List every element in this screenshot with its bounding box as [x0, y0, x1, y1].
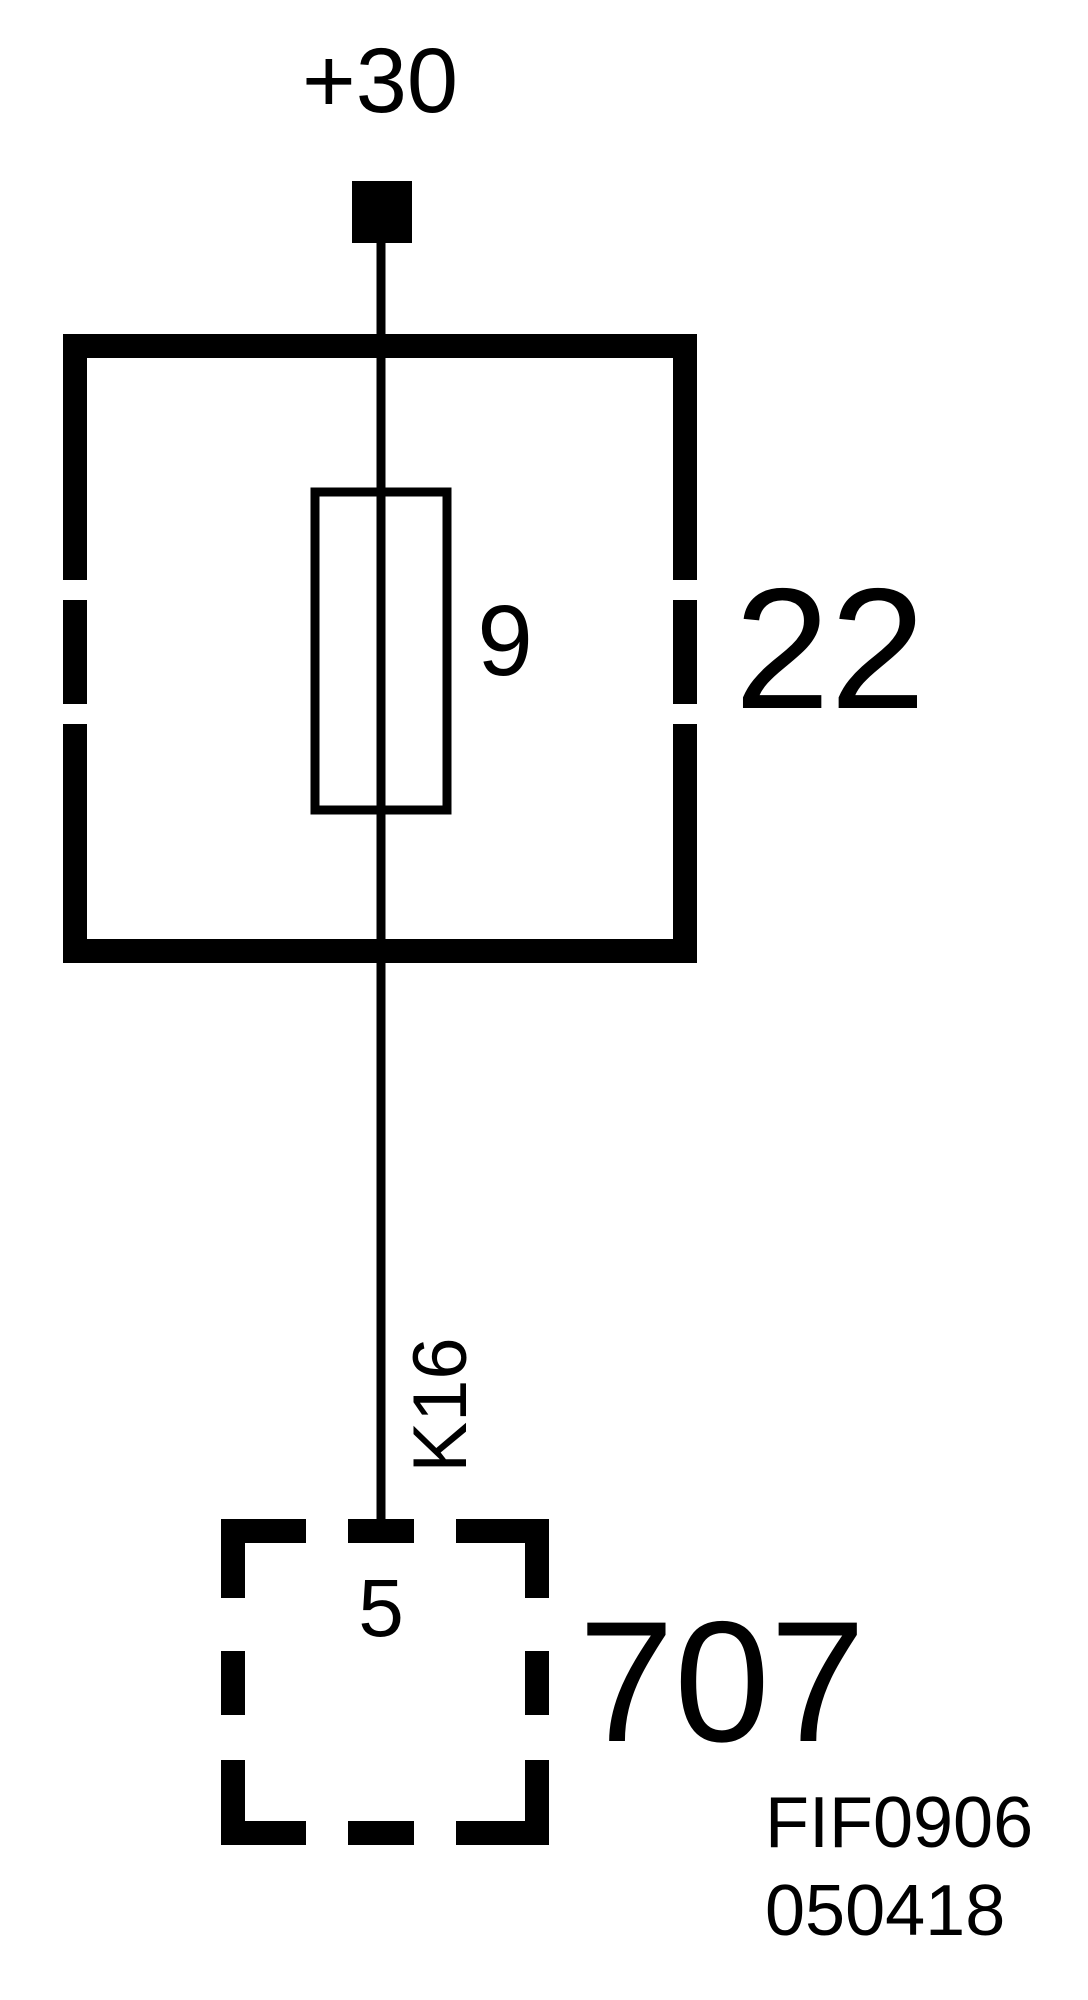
wire-code-label: K16: [398, 1337, 483, 1472]
component-corner-top-right: [456, 1519, 549, 1598]
footer-line-1: FIF0906: [765, 1783, 1033, 1863]
supply-label: +30: [302, 30, 458, 132]
component-pin-number: 5: [358, 1563, 404, 1654]
fuse-number: 9: [477, 585, 533, 697]
fuse-box-number: 22: [734, 553, 925, 745]
component-outline: [221, 1519, 549, 1845]
component-corner-bottom-left: [221, 1760, 306, 1845]
supply-terminal: [352, 181, 412, 243]
component-number: 707: [579, 1586, 866, 1778]
component-corner-bottom-right: [456, 1760, 549, 1845]
component-corner-top-left: [221, 1519, 306, 1598]
footer-line-2: 050418: [765, 1871, 1005, 1951]
